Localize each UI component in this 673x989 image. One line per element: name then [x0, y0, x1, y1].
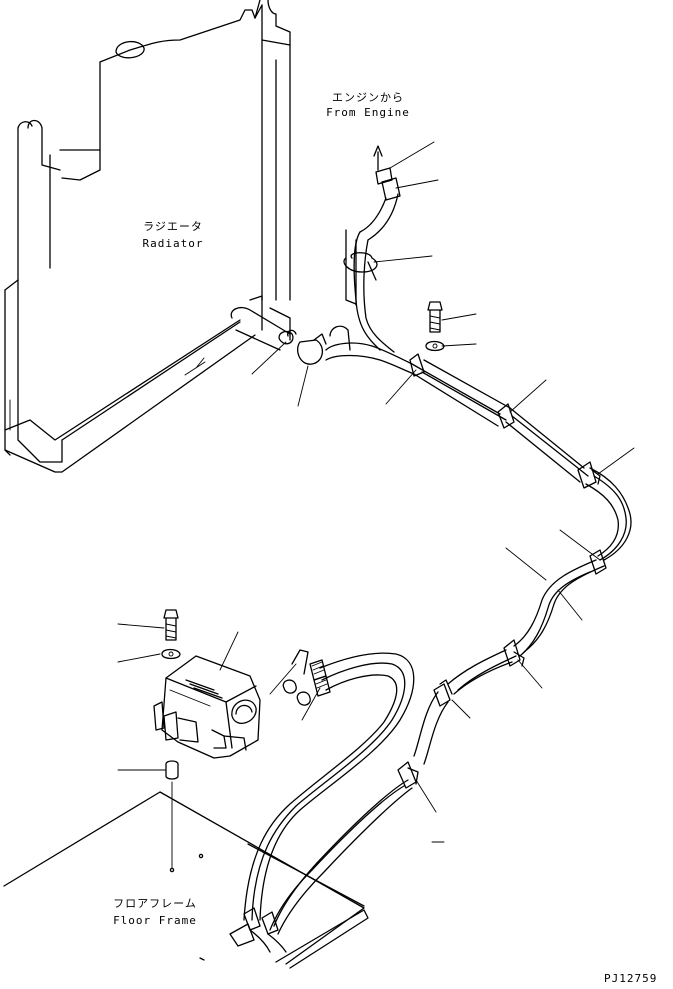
- radiator: [4, 0, 327, 473]
- engine-label-jp: エンジンから: [332, 91, 404, 104]
- engine-hose: [325, 145, 415, 375]
- radiator-label-jp: ラジエータ: [143, 220, 203, 233]
- leader-lines: [117, 141, 635, 843]
- main-hose-run: [409, 353, 632, 707]
- heater-unit: [153, 655, 261, 759]
- engine-label-en: From Engine: [326, 106, 410, 119]
- part-code: PJ12759: [604, 972, 658, 985]
- floor-frame: [3, 791, 369, 969]
- upper-bolt: [425, 301, 445, 352]
- radiator-label-en: Radiator: [142, 237, 204, 250]
- heater-hoses: [229, 649, 449, 953]
- lower-bolts: [161, 609, 204, 873]
- floor-frame-label-jp: フロアフレーム: [113, 897, 197, 910]
- floor-frame-label-en: Floor Frame: [113, 914, 197, 927]
